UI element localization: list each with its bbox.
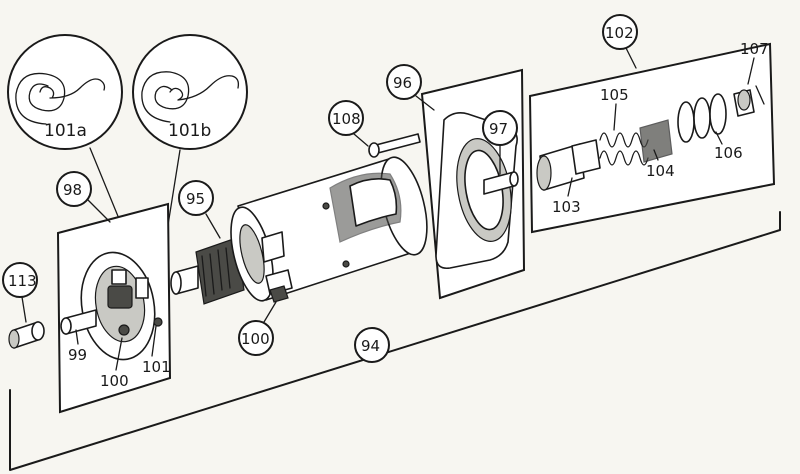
label-104: 104	[646, 162, 675, 180]
label-106: 106	[714, 144, 743, 162]
label-103: 103	[552, 198, 581, 216]
label-100-left: 100	[100, 372, 129, 390]
panel-102-drive-assembly: 102 103 105 104 106 107	[528, 14, 776, 234]
label-113: 113	[8, 272, 37, 290]
label-105: 105	[600, 86, 629, 104]
label-94: 94	[361, 337, 380, 355]
yoke-body	[230, 156, 428, 302]
assembly-bracket-94	[9, 211, 781, 471]
panel-98-end-plate: 98 99 100 101	[56, 171, 172, 414]
label-98-text: 98	[63, 181, 82, 199]
label-100-right: 100	[241, 330, 270, 348]
callout-101a: 101a	[7, 34, 123, 150]
bush-113: 113	[2, 262, 45, 349]
label-99: 99	[68, 346, 87, 364]
panel-96-drive-end: 96 97	[386, 64, 526, 300]
label-101b: 101b	[168, 121, 211, 141]
label-96: 96	[393, 74, 412, 92]
through-bolt-108: 108	[328, 100, 421, 158]
label-95: 95	[186, 190, 205, 208]
label-101a: 101a	[44, 121, 87, 141]
label-101: 101	[142, 358, 171, 376]
armature-95: 95	[170, 180, 245, 305]
brush-lead-100: 100	[238, 285, 289, 356]
label-102: 102	[605, 24, 634, 42]
label-107: 107	[740, 40, 769, 58]
label-108: 108	[332, 110, 361, 128]
label-group-94: 94	[354, 327, 390, 363]
callout-101b: 101b	[132, 34, 248, 150]
label-97: 97	[489, 120, 508, 138]
